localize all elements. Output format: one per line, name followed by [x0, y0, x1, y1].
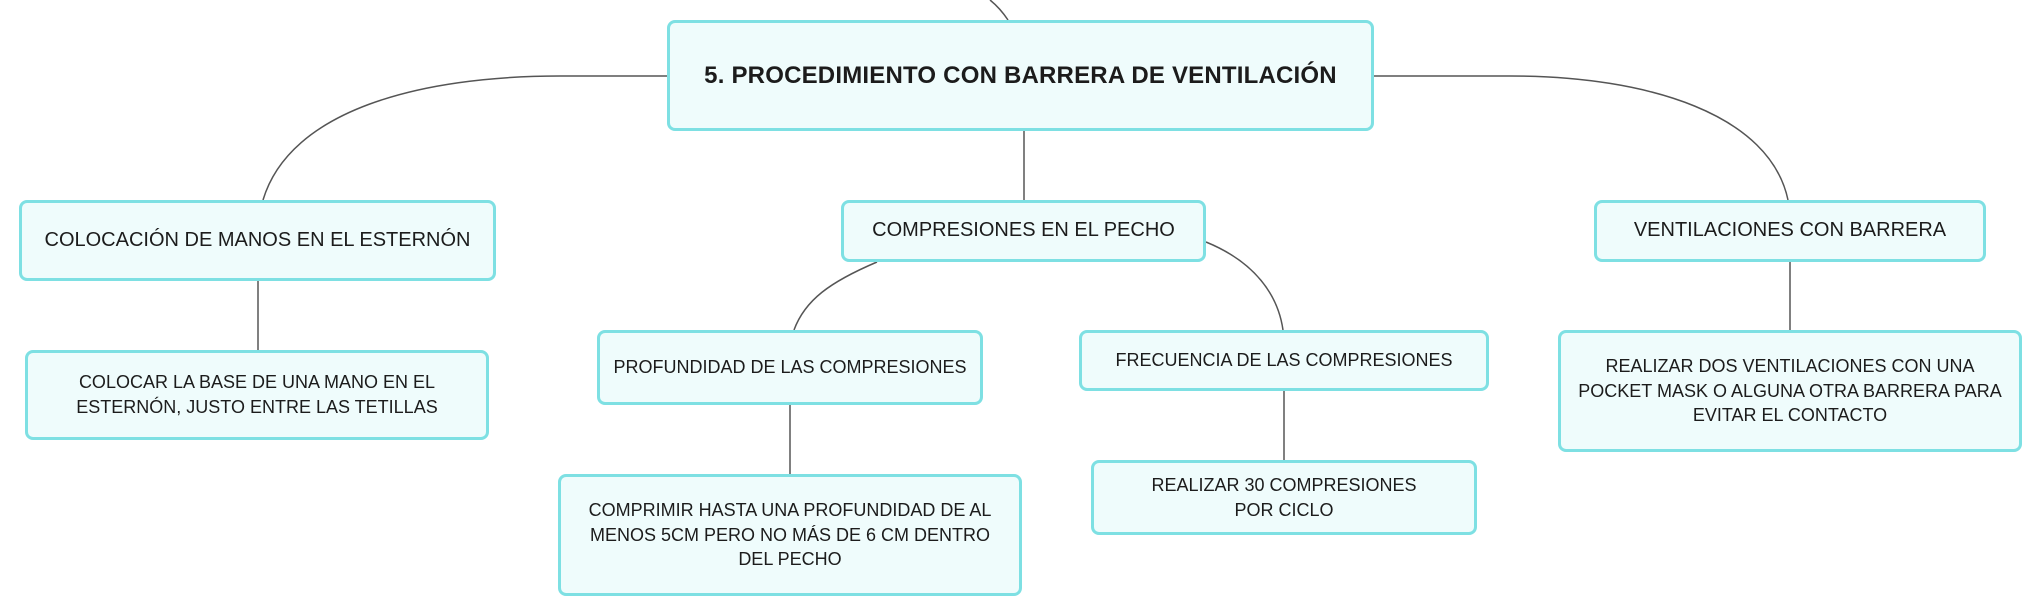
node-hands-label: COLOCACIÓN DE MANOS EN EL ESTERNÓN	[44, 228, 471, 251]
node-ventilation-detail[interactable]: REALIZAR DOS VENTILACIONES CON UNA POCKE…	[1558, 330, 2022, 452]
node-frequency-label: FRECUENCIA DE LAS COMPRESIONES	[1115, 350, 1453, 371]
node-hands-detail[interactable]: COLOCAR LA BASE DE UNA MANO EN EL ESTERN…	[25, 350, 489, 440]
root-node-label: 5. PROCEDIMIENTO CON BARRERA DE VENTILAC…	[704, 61, 1337, 89]
node-ventilation-label: VENTILACIONES CON BARRERA	[1633, 219, 1947, 242]
node-depth-detail[interactable]: COMPRIMIR HASTA UNA PROFUNDIDAD DE AL ME…	[558, 474, 1022, 596]
connector-root-ventilation	[1374, 75, 1789, 201]
node-frequency-detail[interactable]: REALIZAR 30 COMPRESIONES POR CICLO	[1091, 460, 1477, 535]
node-compressions-label: COMPRESIONES EN EL PECHO	[872, 219, 1175, 242]
root-node[interactable]: 5. PROCEDIMIENTO CON BARRERA DE VENTILAC…	[667, 20, 1374, 131]
connector-compressions-depth	[793, 261, 878, 331]
node-depth[interactable]: PROFUNDIDAD DE LAS COMPRESIONES	[597, 330, 983, 405]
node-depth-label: PROFUNDIDAD DE LAS COMPRESIONES	[613, 357, 967, 378]
node-ventilation[interactable]: VENTILACIONES CON BARRERA	[1594, 200, 1986, 262]
connector-compressions-frequency	[1205, 241, 1284, 331]
connector-root-hands	[262, 75, 667, 201]
connector-parent-root	[989, 0, 1009, 21]
node-frequency-detail-label: REALIZAR 30 COMPRESIONES POR CICLO	[1151, 474, 1417, 520]
node-ventilation-detail-label: REALIZAR DOS VENTILACIONES CON UNA POCKE…	[1578, 355, 2002, 426]
node-compressions[interactable]: COMPRESIONES EN EL PECHO	[841, 200, 1206, 262]
node-hands[interactable]: COLOCACIÓN DE MANOS EN EL ESTERNÓN	[19, 200, 496, 281]
node-frequency[interactable]: FRECUENCIA DE LAS COMPRESIONES	[1079, 330, 1489, 391]
node-hands-detail-label: COLOCAR LA BASE DE UNA MANO EN EL ESTERN…	[76, 372, 438, 417]
node-depth-detail-label: COMPRIMIR HASTA UNA PROFUNDIDAD DE AL ME…	[588, 499, 992, 570]
